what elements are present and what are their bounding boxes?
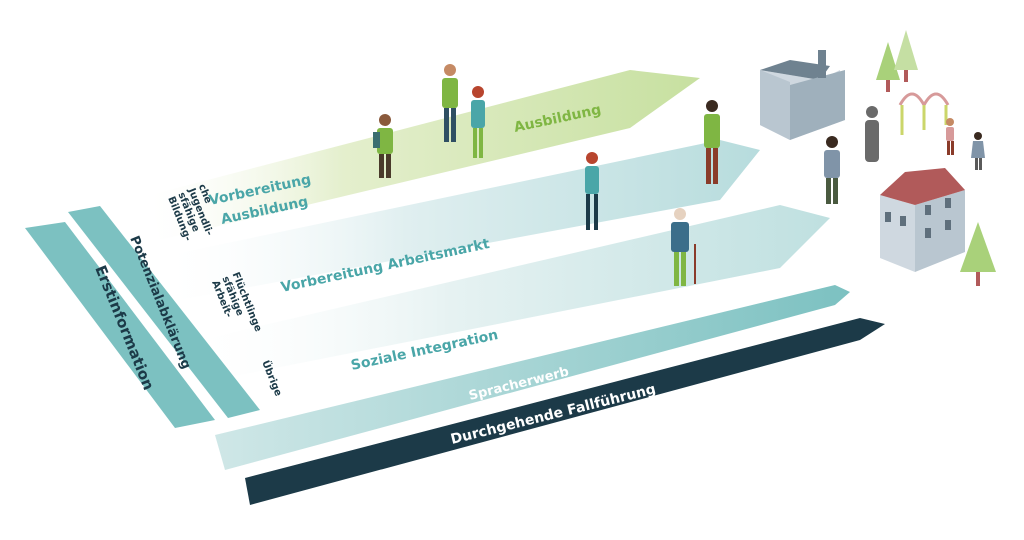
tree-icon <box>876 42 900 92</box>
erstinformation-band <box>25 222 215 428</box>
person-elderly-icon <box>671 208 696 286</box>
tree-icon <box>960 222 996 286</box>
factory-icon <box>760 50 845 140</box>
potenzialabklaerung-band <box>68 206 260 418</box>
person-man-standing-icon <box>704 100 720 184</box>
person-community-icon <box>824 136 840 204</box>
person-walking-woman-icon <box>585 152 599 230</box>
child-icon <box>946 118 954 155</box>
spracherwerb-arrow <box>215 285 850 470</box>
house-icon <box>880 168 965 272</box>
person-community-icon <box>865 106 879 162</box>
track-arbeitsmarkt-arrow <box>170 140 760 300</box>
person-man-cap-icon <box>442 64 458 142</box>
person-woman-icon <box>471 86 485 158</box>
playground-icon <box>898 92 950 135</box>
child-icon <box>971 132 985 170</box>
fallfuehrung-arrow <box>245 318 885 505</box>
person-student-icon <box>373 114 393 178</box>
tree-icon <box>894 30 918 82</box>
track-ausbildung-arrow <box>150 70 700 240</box>
